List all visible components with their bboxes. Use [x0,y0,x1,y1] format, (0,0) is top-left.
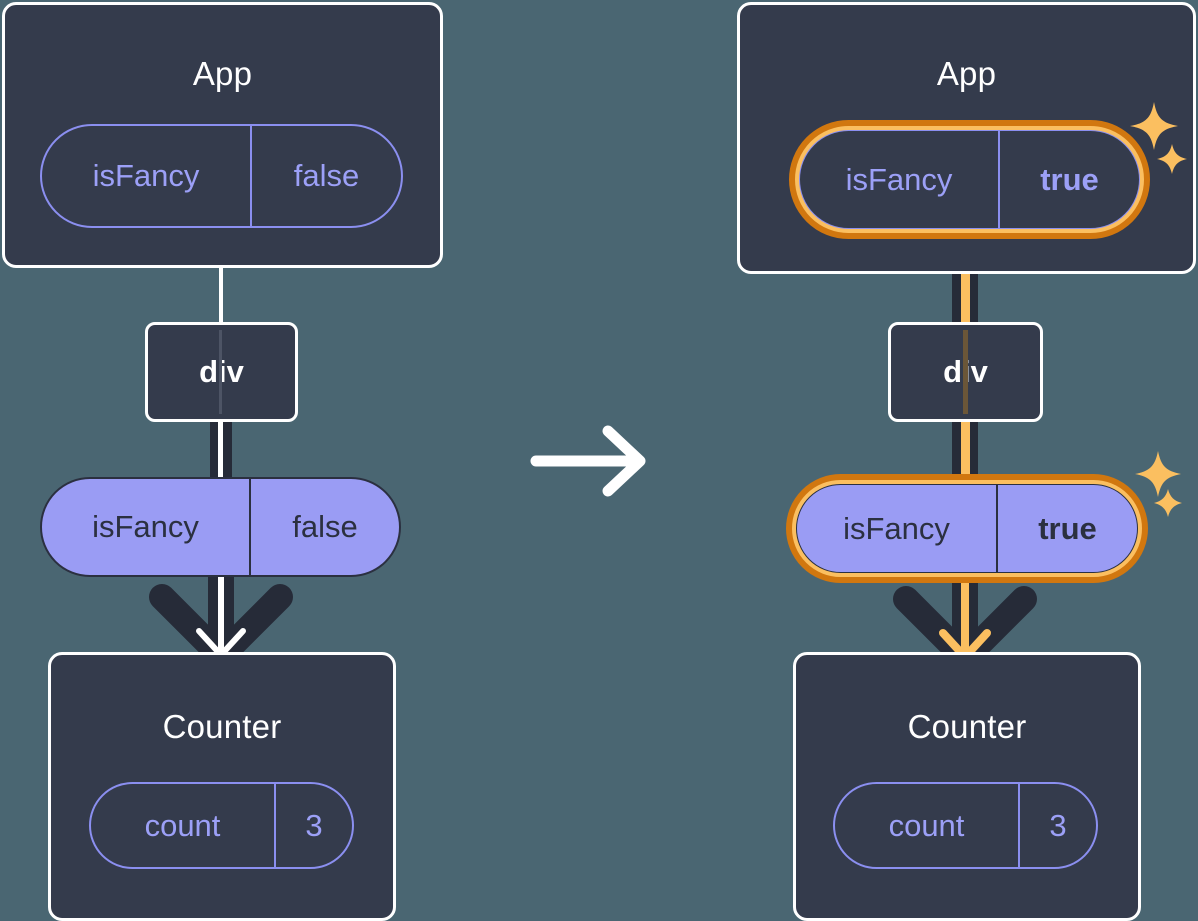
counter-title-before: Counter [162,708,282,745]
app-state-pill-after: isFancy true [798,129,1141,230]
prop-arrow-after [893,572,1037,671]
app-title-before: App [192,55,253,92]
connector-div-to-pill-amber-after [961,420,970,490]
connector-div-to-pill-inner-before [218,420,223,486]
transition-right-arrow-icon [530,425,646,497]
counter-state-pill-value-before: 3 [274,784,352,867]
sparkle-app-small-icon [1157,144,1187,174]
connector-app-to-div-amber-after [961,215,970,425]
counter-node-after: Counter [793,652,1141,921]
connector-through-div-before [219,330,222,414]
prop-pill-name-after: isFancy [843,510,950,546]
prop-pill-before: isFancy false [40,477,401,577]
connector-app-to-div-before [219,262,223,324]
prop-pill-after: isFancy true [795,483,1139,574]
app-state-pill-before: isFancy false [40,124,403,228]
app-state-pill-value-before: false [250,126,401,226]
app-state-pill-name-before: isFancy [92,158,200,193]
prop-pill-value-after: true [996,485,1137,572]
app-state-pill-name-after: isFancy [845,161,953,197]
sparkle-prop-large-icon [1135,451,1181,497]
sparkle-app-large-icon [1130,102,1178,150]
counter-title-after: Counter [907,708,1027,745]
counter-state-pill-name-after: count [888,807,965,843]
counter-state-pill-before: count 3 [89,782,354,869]
prop-arrow-before [149,570,293,669]
counter-state-pill-after: count 3 [833,782,1098,869]
counter-state-pill-value-after: 3 [1018,784,1096,867]
sparkle-prop-small-icon [1154,489,1182,517]
app-title-after: App [936,55,997,92]
prop-pill-name-before: isFancy [92,509,199,544]
app-state-pill-value-after: true [998,131,1139,228]
prop-pill-value-before: false [249,479,399,575]
connector-through-div-after [963,330,968,414]
counter-state-pill-name-before: count [144,807,221,843]
